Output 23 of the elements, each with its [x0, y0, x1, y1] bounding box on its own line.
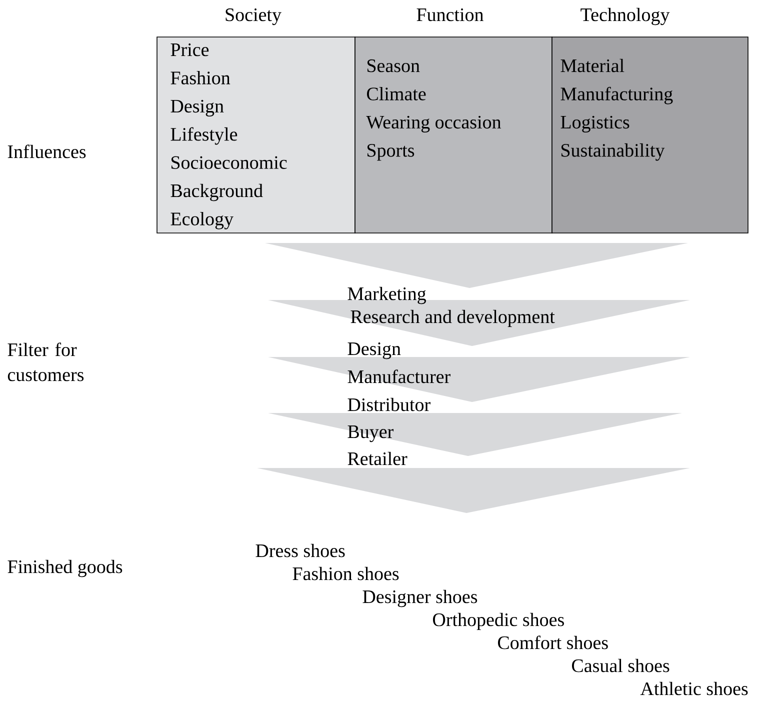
category-box: Technology Material Manufacturing Logistics Sustainability [552, 8, 748, 234]
filter-stage: Retailer [348, 452, 408, 466]
filter-stage: Manufacturer [348, 370, 450, 384]
filter-stage: Distributor [348, 398, 430, 412]
product-type: Fashion shoes [292, 566, 399, 580]
row-label: Filter for customers [8, 342, 84, 382]
product-type: Dress shoes [256, 544, 345, 558]
product-type: Designer shoes [362, 590, 478, 608]
product-type: Orthopedic shoes [433, 612, 564, 630]
product-type: Comfort shoes [498, 636, 608, 650]
row-label: Influences [8, 144, 86, 158]
filter-stage: Marketing [348, 286, 426, 304]
product-type: Casual shoes [572, 658, 670, 672]
filter-stage: Research and development [350, 310, 555, 328]
node-label: Society [226, 8, 282, 26]
category-box: Function Season Climate Wearing occasion Sports [354, 8, 552, 234]
row-label: Finished goods [8, 560, 122, 578]
node-label: Technology [580, 8, 670, 26]
category-box: Society Price Fashion Design Lifestyle Socioeconomic Background Ecology [156, 8, 356, 234]
filter-stage: Design [348, 342, 401, 360]
filter-stage: Buyer [348, 426, 394, 442]
node-label: Function [416, 8, 484, 22]
product-type: Athletic shoes [640, 682, 748, 696]
